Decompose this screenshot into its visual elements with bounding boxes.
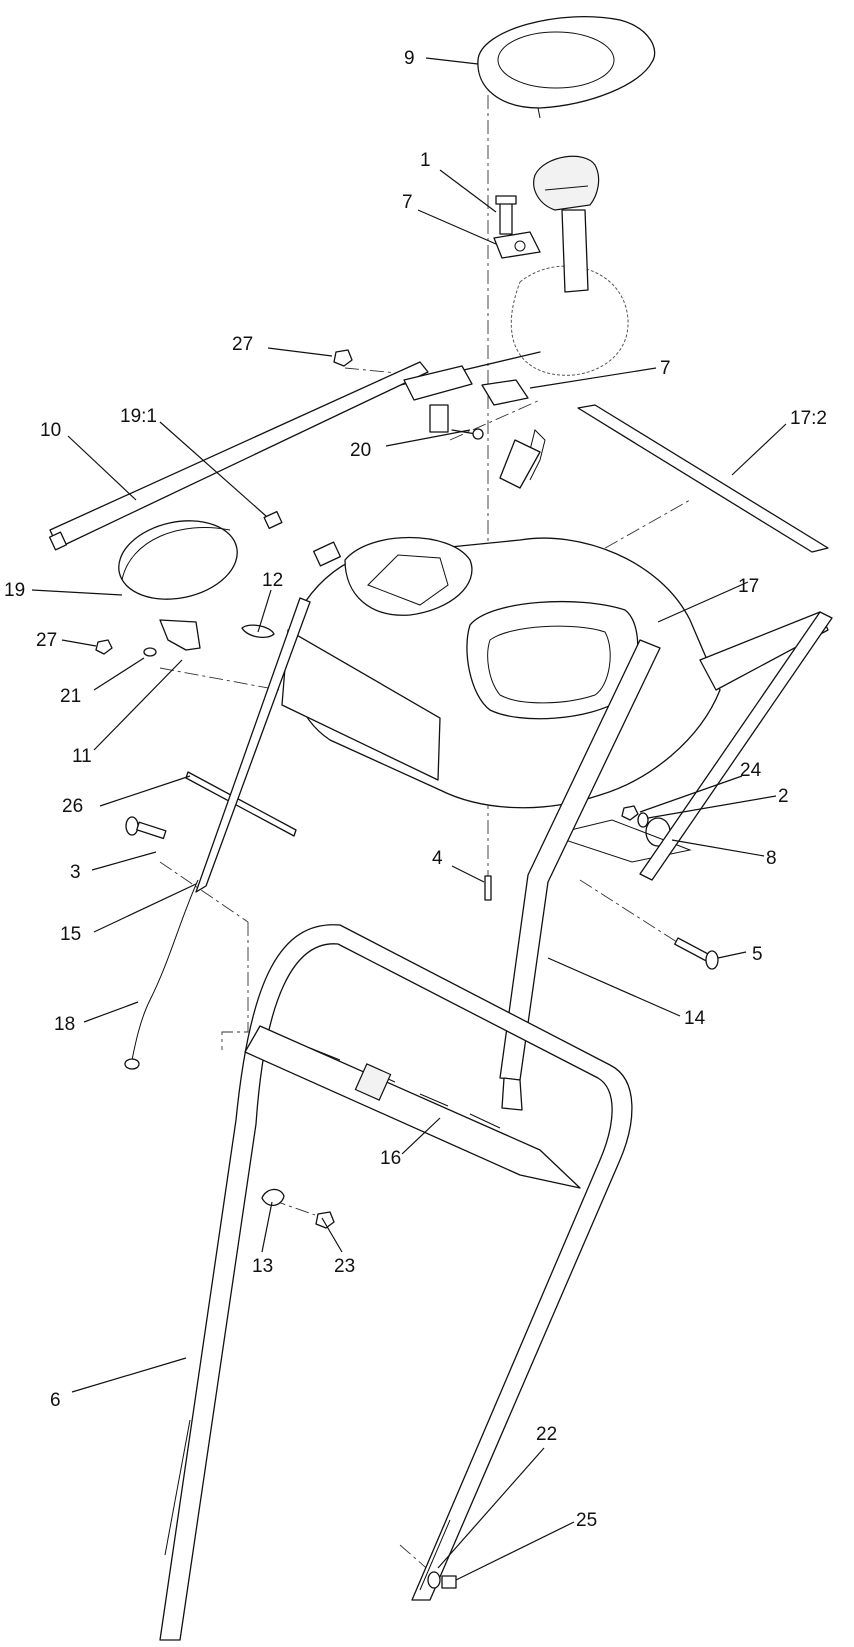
screw-4-part [484, 875, 492, 901]
callout-7-lower: 7 [660, 358, 671, 379]
seal-strip-part [577, 404, 829, 553]
callout-22: 22 [536, 1424, 557, 1445]
callout-20: 20 [350, 440, 371, 461]
callout-24: 24 [740, 760, 762, 781]
cover-plate-part [477, 16, 656, 119]
callout-23: 23 [334, 1256, 355, 1277]
callout-15: 15 [60, 924, 81, 945]
callout-16: 16 [380, 1148, 401, 1169]
callout-6: 6 [50, 1390, 61, 1411]
callout-8: 8 [766, 848, 777, 869]
callout-4: 4 [432, 848, 443, 869]
callout-17-2: 17:2 [790, 408, 827, 429]
callout-10: 10 [40, 420, 61, 441]
carriage-bolt-3-part [125, 816, 167, 840]
callout-27-lower: 27 [36, 630, 57, 651]
callout-18: 18 [54, 1014, 75, 1035]
callout-7-upper: 7 [402, 192, 413, 213]
callout-21: 21 [60, 686, 81, 707]
callout-17: 17 [738, 576, 759, 597]
callout-12: 12 [262, 570, 283, 591]
rod-assembly-part [48, 349, 529, 551]
callout-19: 19 [4, 580, 25, 601]
wire-harness-part [124, 597, 311, 1070]
grip-bar-part [244, 1025, 581, 1189]
callout-26: 26 [62, 796, 83, 817]
callout-5: 5 [752, 944, 763, 965]
callout-13: 13 [252, 1256, 273, 1277]
callout-14: 14 [684, 1008, 706, 1029]
lower-handle-part [159, 924, 633, 1641]
callout-19-1: 19:1 [120, 406, 157, 427]
callout-1: 1 [420, 150, 431, 171]
dash-console-part [281, 429, 829, 809]
carriage-bolt-5-part [674, 937, 719, 970]
leader-lines [31, 57, 787, 1581]
shift-lever-part [357, 155, 629, 396]
callout-25: 25 [576, 1510, 597, 1531]
work-light-part [118, 510, 342, 651]
bolt-and-clamp-part [493, 195, 541, 259]
callout-11: 11 [72, 746, 92, 767]
callout-3: 3 [70, 862, 81, 883]
callout-9: 9 [404, 48, 415, 69]
washer-and-nut-part [261, 1188, 335, 1229]
callout-2: 2 [778, 786, 789, 807]
washer-and-bolt-part [427, 1571, 457, 1589]
callout-labels: 9 1 7 27 7 10 19:1 20 17:2 19 12 17 27 2… [4, 48, 827, 1531]
callout-27-upper: 27 [232, 334, 253, 355]
